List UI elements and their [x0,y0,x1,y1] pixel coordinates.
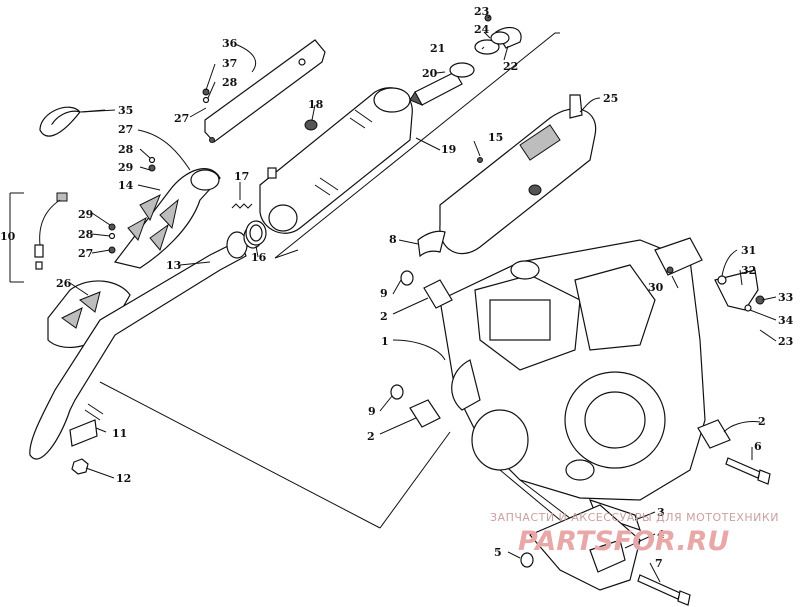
callout-14: 14 [118,179,134,192]
callout-2a: 2 [380,310,388,323]
flange-gasket-part [69,403,104,447]
watermark-logo: PARTSFOR.RU [518,526,730,557]
callout-28c: 28 [78,228,94,241]
sensor-wire-part [34,192,68,270]
callout-labels: 1 2 2 2 3 4 5 6 7 8 9 9 10 11 12 13 14 1… [0,5,794,570]
callout-6: 6 [754,440,762,453]
callout-28b: 28 [118,143,134,156]
engine-part [439,237,706,523]
callout-17: 17 [234,170,249,183]
callout-7: 7 [655,557,663,570]
callout-2c: 2 [758,415,766,428]
callout-36: 36 [222,37,238,50]
callout-12: 12 [116,472,131,485]
callout-26: 26 [56,277,72,290]
callout-19: 19 [441,143,456,156]
callout-20: 20 [422,67,438,80]
callout-35: 35 [118,104,133,117]
callout-11: 11 [112,427,127,440]
callout-22: 22 [503,60,518,73]
callout-10: 10 [0,230,16,243]
nut-part [71,458,89,475]
callout-28a: 28 [222,76,238,89]
right-bracket-part [666,266,765,312]
callout-5: 5 [494,546,502,559]
long-bolt-part [637,457,771,606]
callout-29b: 29 [78,208,93,221]
callout-1: 1 [381,335,389,348]
engine-mount-part [520,499,641,591]
callout-25: 25 [603,92,618,105]
callout-13: 13 [166,259,181,272]
callout-27a: 27 [174,112,189,125]
muffler-heat-shield-part [439,94,597,255]
callout-31: 31 [741,244,756,257]
callout-27b: 27 [118,123,133,136]
muffler-bolt-part [304,119,318,131]
spark-arrestor-part [409,14,522,107]
callout-37: 37 [222,57,237,70]
fitting-part [409,279,731,449]
callout-3: 3 [657,506,665,519]
callout-23b: 23 [778,335,793,348]
callout-9b: 9 [368,405,376,418]
callout-34: 34 [778,314,794,327]
gasket-ring-part [245,220,267,246]
callout-27c: 27 [78,247,93,260]
watermark-tagline: ЗАПЧАСТИ И АКСЕССУАРЫ ДЛЯ МОТОТЕХНИКИ [490,511,779,524]
assembly-outline [9,32,560,529]
callout-29a: 29 [118,161,133,174]
callout-16: 16 [251,251,267,264]
muffler-bracket-part [204,39,326,143]
callout-9a: 9 [380,287,388,300]
leader-lines [69,15,777,583]
callout-8: 8 [389,233,397,246]
shield-piece-part [417,230,446,258]
callout-2b: 2 [367,430,375,443]
callout-24: 24 [474,23,490,36]
callout-30: 30 [648,281,664,294]
callout-21: 21 [430,42,445,55]
callout-32: 32 [741,264,756,277]
spring-part [231,203,253,209]
muffler-part [259,87,413,234]
callout-15: 15 [488,131,503,144]
callout-4: 4 [657,528,665,541]
callout-33: 33 [778,291,793,304]
small-hardware-part [108,88,483,254]
fitting-nut-part [390,270,414,400]
callout-23a: 23 [474,5,489,18]
callout-18: 18 [308,98,324,111]
heat-shield-upper-part [113,168,221,269]
